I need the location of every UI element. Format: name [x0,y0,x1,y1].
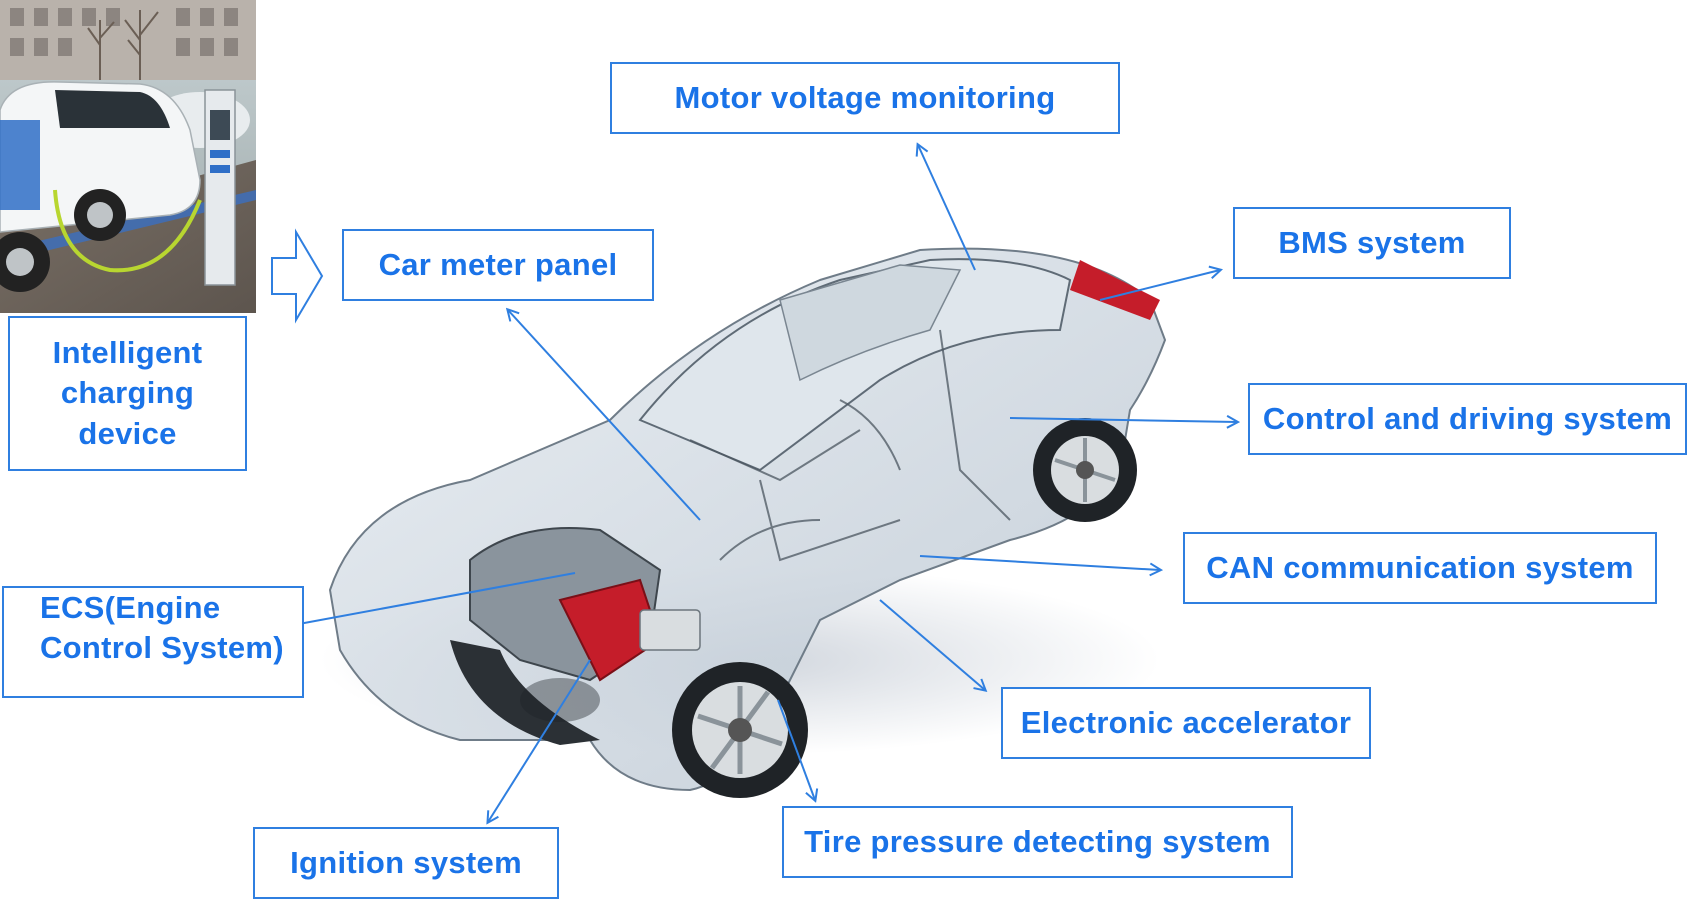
hollow-right-arrow-icon [272,232,322,320]
label-charging-device: Intelligent charging device [8,316,247,471]
label-motor-voltage-text: Motor voltage monitoring [675,78,1056,118]
label-ignition-text: Ignition system [290,843,522,883]
label-charging-line2: charging [61,373,194,413]
label-car-meter-text: Car meter panel [379,245,618,285]
label-ecs-line2: Control System) [40,628,284,668]
arrow-ecs [288,573,575,626]
arrow-car-meter [508,310,700,520]
label-ignition: Ignition system [253,827,559,899]
label-tire-pressure-text: Tire pressure detecting system [804,822,1271,862]
label-tire-pressure: Tire pressure detecting system [782,806,1293,878]
label-control-driving-text: Control and driving system [1263,399,1672,439]
label-bms: BMS system [1233,207,1511,279]
arrow-ignition [488,660,590,822]
arrow-control-driving [1010,418,1237,422]
label-electronic-accel-text: Electronic accelerator [1021,703,1352,743]
label-ecs: ECS(Engine Control System) [2,586,304,698]
label-motor-voltage: Motor voltage monitoring [610,62,1120,134]
arrow-tire-pressure [778,700,815,800]
arrow-motor-voltage [918,145,975,270]
label-can: CAN communication system [1183,532,1657,604]
arrow-bms [1100,270,1220,300]
label-charging-line3: device [78,414,176,454]
label-electronic-accel: Electronic accelerator [1001,687,1371,759]
label-control-driving: Control and driving system [1248,383,1687,455]
arrow-electronic-accel [880,600,985,690]
label-bms-text: BMS system [1278,223,1465,263]
arrow-can [920,556,1160,570]
label-ecs-line1: ECS(Engine [40,588,220,628]
label-charging-line1: Intelligent [53,333,203,373]
label-can-text: CAN communication system [1206,548,1634,588]
label-car-meter: Car meter panel [342,229,654,301]
